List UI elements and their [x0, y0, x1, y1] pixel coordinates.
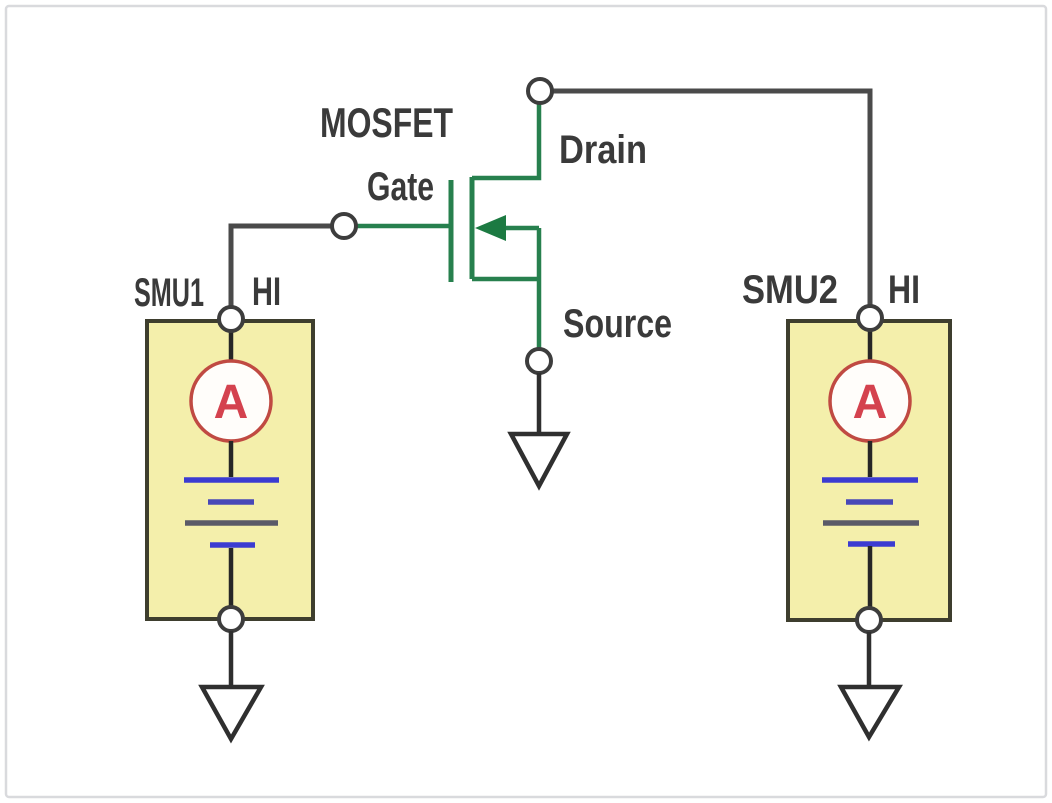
smu1-ammeter-label: A — [214, 376, 249, 429]
source-terminal — [525, 347, 553, 375]
drain-label: Drain — [559, 128, 647, 172]
smu1-to-gate-wire — [228, 223, 331, 307]
mosfet-symbol — [357, 104, 542, 350]
smu2-ammeter-label: A — [853, 376, 888, 429]
smu1-name-label: SMU1 — [134, 271, 204, 315]
mosfet-title: MOSFET — [320, 99, 453, 146]
smu1-hi-label: HI — [252, 270, 281, 314]
gate-label: Gate — [367, 165, 434, 209]
source-label: Source — [563, 302, 672, 346]
smu2-ground-icon — [837, 684, 903, 742]
smu1-ground-icon — [198, 684, 265, 744]
smu1-battery-icon — [184, 477, 279, 548]
smu1-hi-terminal — [217, 305, 245, 333]
drain-to-smu2-wire — [553, 88, 873, 305]
smu2-lo-terminal — [855, 606, 883, 634]
drain-lead — [472, 104, 542, 181]
source-ground-icon — [507, 431, 571, 491]
smu2-hi-terminal — [856, 304, 884, 332]
smu1-unit: A — [145, 305, 315, 744]
gate-terminal — [330, 212, 358, 240]
smu2-battery-icon — [822, 477, 919, 547]
smu2-hi-label: HI — [888, 268, 920, 312]
smu2-unit: A — [786, 304, 952, 742]
smu2-name-label: SMU2 — [742, 268, 838, 312]
page-frame — [4, 4, 1048, 799]
body-arrow-icon — [475, 215, 506, 241]
drain-terminal — [526, 77, 554, 105]
smu1-lo-terminal — [217, 605, 245, 633]
